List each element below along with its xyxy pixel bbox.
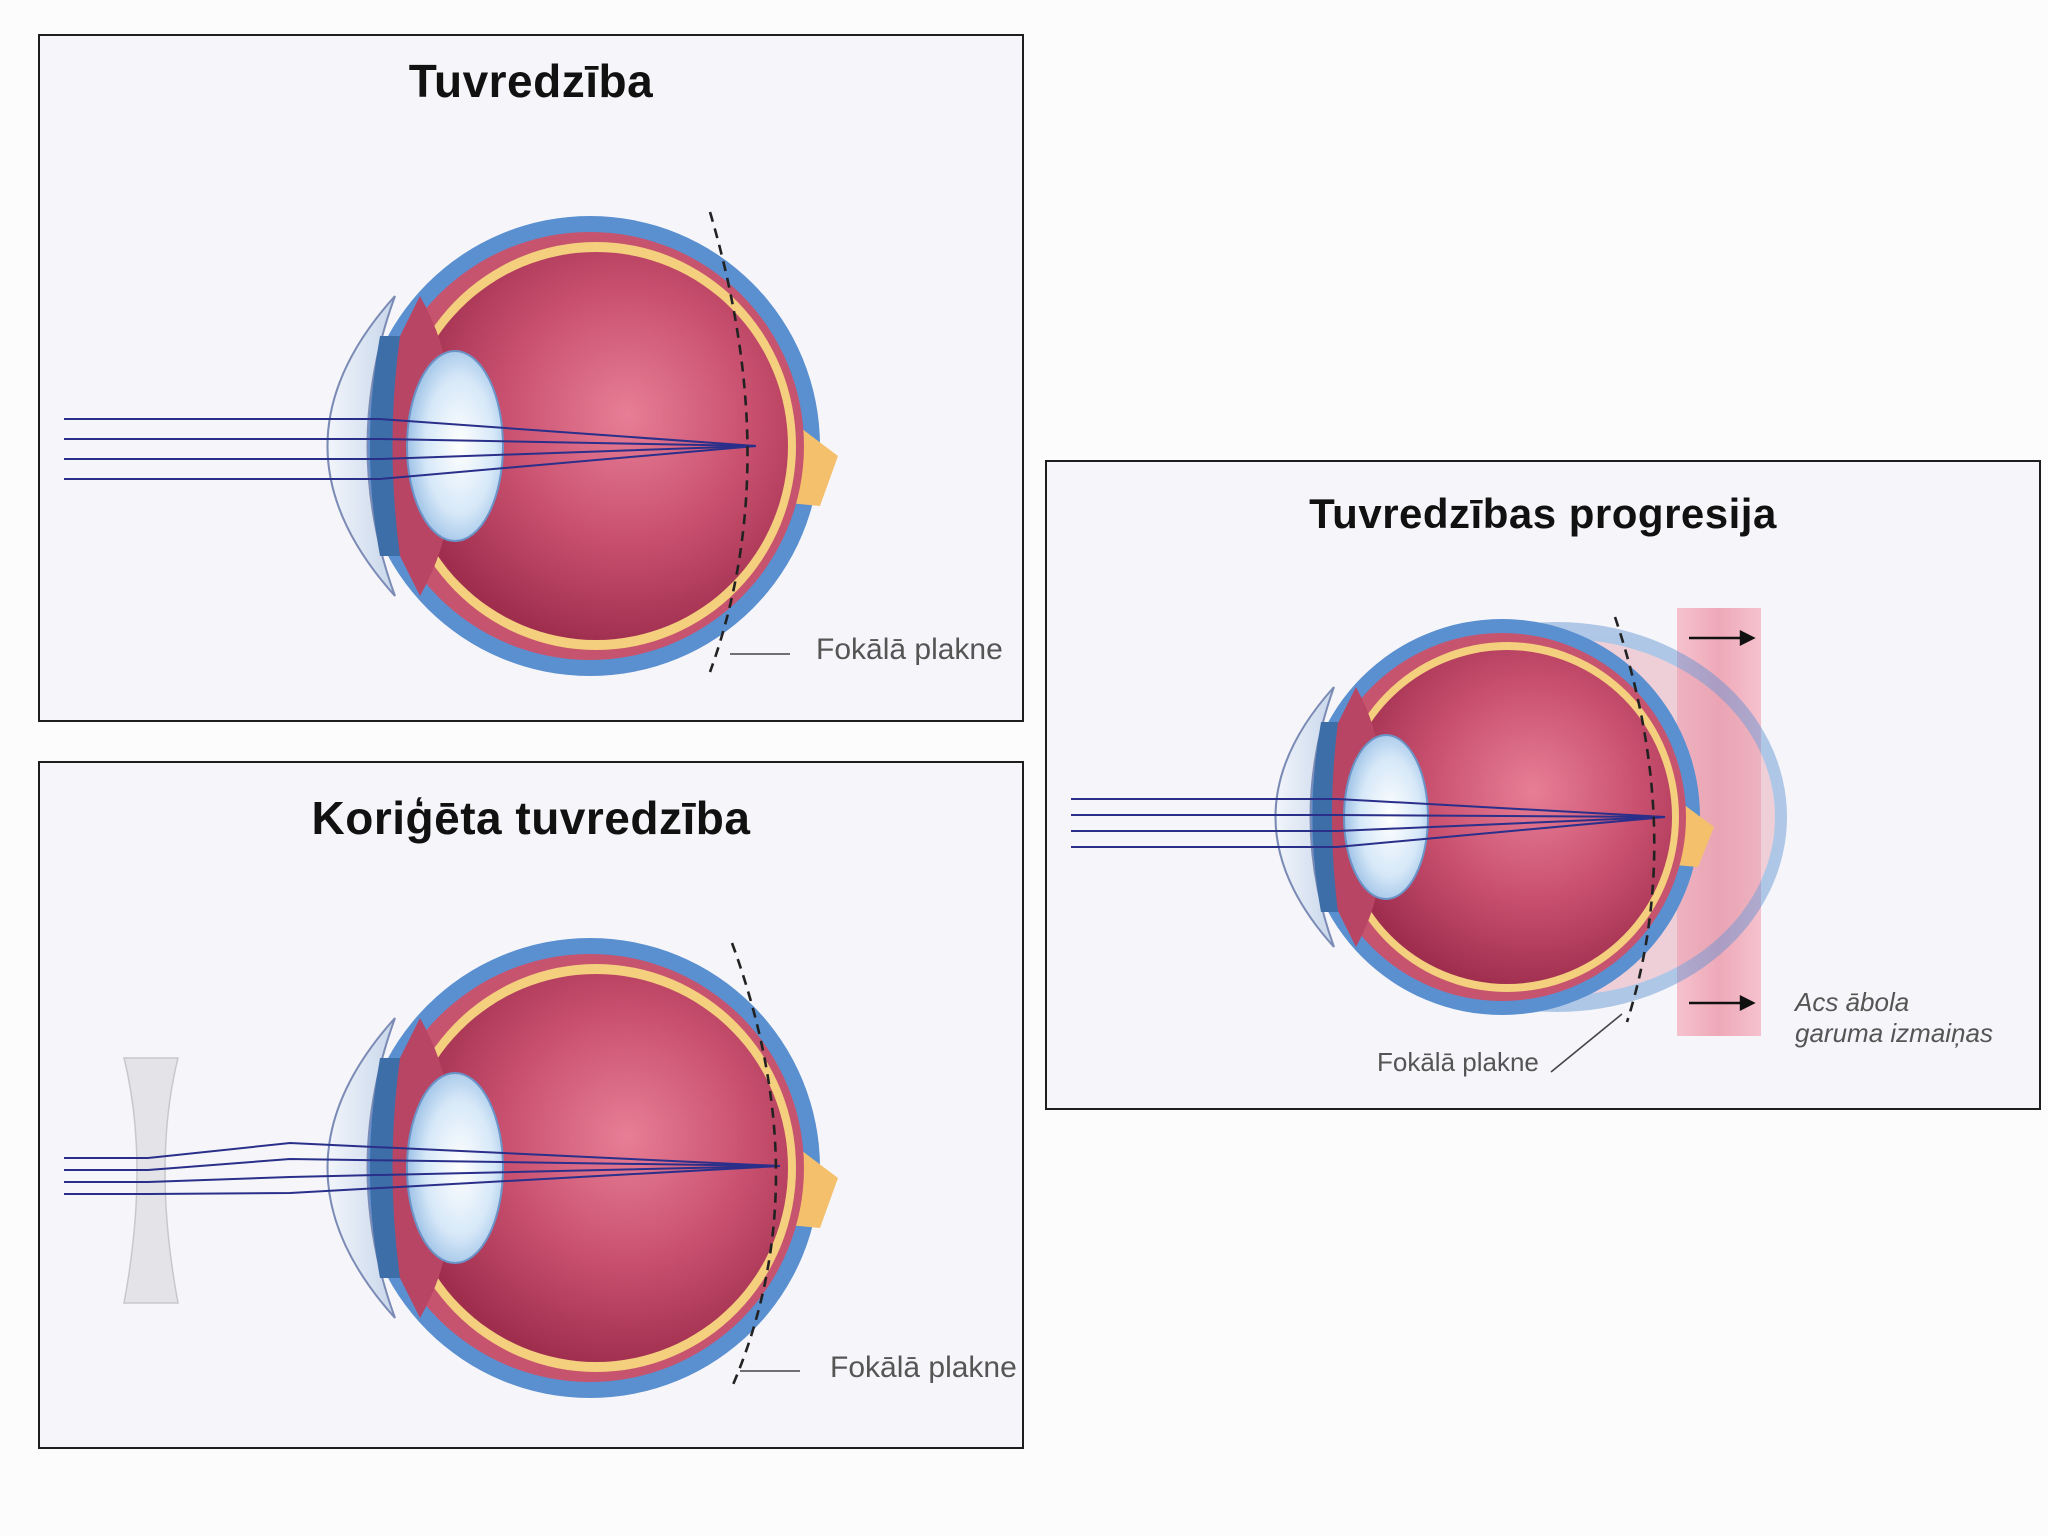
focal-plane-label: Fokālā plakne xyxy=(830,1351,1017,1384)
lens xyxy=(406,350,504,542)
cornea xyxy=(326,1017,396,1319)
eye-diagram xyxy=(64,211,838,676)
cornea xyxy=(326,295,396,597)
length-change-label-line1: Acs ābola xyxy=(1795,987,1910,1017)
vitreous xyxy=(404,974,788,1362)
focal-label-leader xyxy=(1550,1013,1623,1073)
vitreous xyxy=(404,252,788,640)
eye-diagram xyxy=(1071,608,1787,1073)
panel-title: Tuvredzības progresija xyxy=(1309,490,1777,537)
length-change-label-line2: garuma izmaiņas xyxy=(1795,1018,1993,1049)
focal-plane-label: Fokālā plakne xyxy=(816,633,1003,666)
eye-diagram xyxy=(64,938,838,1398)
iris xyxy=(370,336,400,556)
light-rays xyxy=(1071,798,1666,848)
focal-plane-line xyxy=(1613,616,1656,1023)
concave-lens xyxy=(123,1057,179,1304)
eye xyxy=(326,938,838,1398)
focal-plane-line xyxy=(730,942,778,1388)
panel-corrected-myopia: Koriģēta tuvredzība Fokālā plakne xyxy=(38,761,1024,1449)
focal-plane-line xyxy=(708,211,749,673)
lens xyxy=(1343,734,1429,900)
arrow-right-icon xyxy=(1689,995,1756,1011)
cornea xyxy=(1274,686,1335,948)
length-change-label: Acs ābola garuma izmaiņas xyxy=(1795,987,1993,1049)
eye xyxy=(326,216,838,676)
focal-plane-label: Fokālā plakne xyxy=(1377,1047,1539,1077)
lens xyxy=(406,1072,504,1264)
iris xyxy=(370,1058,400,1278)
light-rays xyxy=(64,1141,781,1195)
panel-title: Tuvredzība xyxy=(408,55,654,107)
iris xyxy=(1312,722,1338,912)
light-rays xyxy=(64,418,757,480)
panel-myopia: Tuvredzība Fokālā plakne xyxy=(38,34,1024,722)
arrow-right-icon xyxy=(1689,630,1756,646)
panel-myopia-progression: Tuvredzības progresija xyxy=(1045,460,2041,1110)
panel-title: Koriģēta tuvredzība xyxy=(311,792,751,844)
